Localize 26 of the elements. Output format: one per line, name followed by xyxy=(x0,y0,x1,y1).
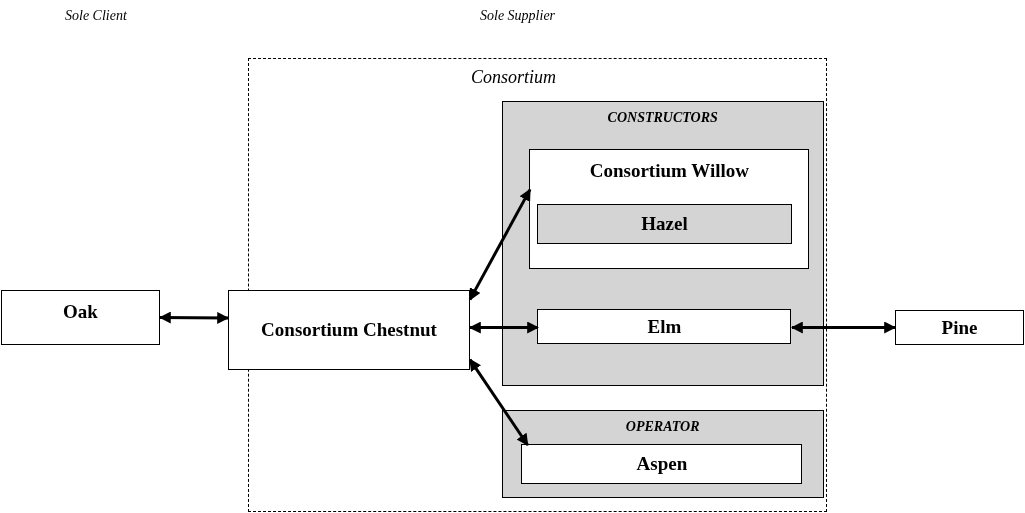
box-label: Consortium Willow xyxy=(588,160,750,183)
double-arrow xyxy=(468,188,532,301)
box-label: OPERATOR xyxy=(624,418,701,435)
group-panel xyxy=(501,409,824,498)
entity-box xyxy=(537,309,792,345)
double-arrow xyxy=(468,321,540,334)
entity-box xyxy=(895,310,1024,345)
box-label: Consortium Chestnut xyxy=(260,319,438,341)
group-panel xyxy=(501,100,824,386)
box-label: Pine xyxy=(940,316,979,339)
box-label: Oak xyxy=(62,301,99,323)
box-label: Hazel xyxy=(640,213,689,235)
entity-box xyxy=(228,290,470,370)
entity-box xyxy=(521,444,803,485)
entity-box xyxy=(529,149,810,270)
entity-box xyxy=(537,204,793,245)
box-label: CONSTRUCTORS xyxy=(606,109,719,126)
box-label: Elm xyxy=(646,315,683,338)
double-arrow xyxy=(468,358,529,446)
note-label: Sole Client xyxy=(65,8,127,24)
note-label: Sole Supplier xyxy=(480,8,556,24)
box-label: Aspen xyxy=(635,453,689,476)
double-arrow xyxy=(790,321,897,334)
entity-box xyxy=(1,290,160,345)
double-arrow xyxy=(158,311,230,324)
box-label: Consortium xyxy=(471,67,558,88)
